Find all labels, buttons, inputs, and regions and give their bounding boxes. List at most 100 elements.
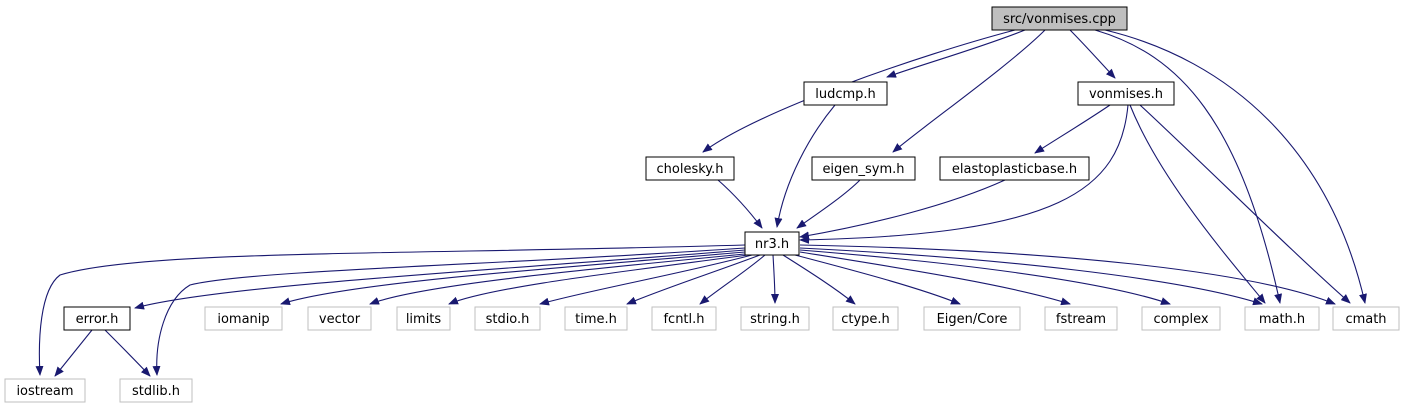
node-box (1077, 81, 1175, 106)
edge-vonmises_cpp-to-cmath (1104, 29, 1367, 304)
edge-nr3-to-math (799, 247, 1263, 306)
node-label: Eigen/Core (937, 312, 1008, 327)
edge-nr3-to-iostream (35, 244, 746, 376)
node-label: time.h (575, 312, 617, 327)
edge-ludcmp-to-nr3 (774, 104, 836, 228)
node-limits: limits (396, 306, 451, 331)
node-label: eigen_sym.h (822, 162, 904, 177)
node-label: iomanip (217, 312, 269, 327)
edge-nr3-to-eigen_core (794, 254, 961, 305)
node-box (204, 306, 283, 331)
node-label: elastoplasticbase.h (952, 162, 1077, 177)
node-box (939, 156, 1090, 181)
node-box (564, 306, 628, 331)
node-box (832, 306, 899, 331)
edge-vonmises_cpp-to-vonmises_h (1069, 29, 1116, 79)
node-box (803, 81, 888, 106)
edge-vonmises_h-to-cmath (1139, 104, 1351, 304)
edge-nr3-to-fcntl (699, 254, 766, 305)
node-label: stdlib.h (132, 384, 180, 399)
node-label: src/vonmises.cpp (1003, 12, 1116, 27)
edge-nr3-to-complex (799, 249, 1171, 305)
node-fstream: fstream (1044, 306, 1118, 331)
node-elastoplasticbase[interactable]: elastoplasticbase.h (939, 156, 1090, 181)
node-box (645, 156, 735, 181)
node-vonmises_h[interactable]: vonmises.h (1077, 81, 1175, 106)
node-box (1044, 306, 1118, 331)
node-label: ludcmp.h (815, 87, 876, 102)
edge-vonmises_h-to-nr3 (799, 104, 1129, 244)
edge-vonmises_cpp-to-math (1094, 29, 1282, 304)
node-vector: vector (307, 306, 372, 331)
node-box (1141, 306, 1221, 331)
edge-vonmises_h-to-elastoplasticbase (1034, 104, 1111, 154)
node-stdio: stdio.h (474, 306, 541, 331)
edge-nr3-to-stdio (539, 254, 753, 306)
node-box (1332, 306, 1400, 331)
node-box (119, 378, 193, 403)
node-error[interactable]: error.h (63, 306, 131, 331)
edge-nr3-to-ctype (782, 254, 856, 305)
node-box (1244, 306, 1320, 331)
node-label: error.h (76, 312, 119, 327)
node-label: ctype.h (841, 312, 890, 327)
node-ludcmp[interactable]: ludcmp.h (803, 81, 888, 106)
edge-nr3-to-iomanip (280, 251, 746, 306)
node-box (4, 378, 86, 403)
node-iostream: iostream (4, 378, 86, 403)
edge-nr3-to-fstream (799, 251, 1071, 306)
edge-eigen_sym-to-nr3 (796, 179, 861, 229)
edge-nr3-to-vector (369, 253, 746, 305)
node-math: math.h (1244, 306, 1320, 331)
node-box (923, 306, 1021, 331)
node-nr3[interactable]: nr3.h (744, 231, 800, 256)
edge-nr3-to-string (770, 254, 779, 304)
node-eigen_sym[interactable]: eigen_sym.h (811, 156, 916, 181)
node-box (651, 306, 717, 331)
edge-nr3-to-error (134, 249, 746, 310)
node-box (991, 6, 1128, 31)
node-box (811, 156, 916, 181)
node-label: vonmises.h (1089, 87, 1163, 102)
edge-layer (35, 29, 1367, 377)
node-label: math.h (1259, 312, 1305, 327)
node-label: nr3.h (755, 237, 789, 252)
edge-vonmises_h-to-math (1129, 104, 1266, 304)
node-string: string.h (740, 306, 810, 331)
node-ctype: ctype.h (832, 306, 899, 331)
node-label: cholesky.h (657, 162, 724, 177)
edge-error-to-iostream (54, 329, 93, 377)
node-box (307, 306, 372, 331)
node-box (744, 231, 800, 256)
node-complex: complex (1141, 306, 1221, 331)
node-label: vector (319, 312, 361, 327)
node-label: iostream (16, 384, 73, 399)
edge-error-to-stdlib (104, 329, 151, 377)
node-stdlib: stdlib.h (119, 378, 193, 403)
node-fcntl: fcntl.h (651, 306, 717, 331)
edge-nr3-to-cmath (799, 244, 1336, 305)
node-label: limits (406, 312, 442, 327)
node-box (396, 306, 451, 331)
node-label: cmath (1345, 312, 1386, 327)
node-label: fcntl.h (663, 312, 704, 327)
node-box (63, 306, 131, 331)
edge-elastoplasticbase-to-nr3 (799, 179, 1006, 240)
edge-cholesky-to-nr3 (717, 179, 763, 229)
node-layer: src/vonmises.cpp cholesky.h ludcmp.h eigen_… (4, 6, 1400, 403)
edge-nr3-to-stdlib (152, 247, 746, 376)
node-label: complex (1153, 312, 1208, 327)
node-box (740, 306, 810, 331)
edge-vonmises_cpp-to-eigen_sym (892, 29, 1046, 153)
node-iomanip: iomanip (204, 306, 283, 331)
node-cholesky[interactable]: cholesky.h (645, 156, 735, 181)
node-eigen_core: Eigen/Core (923, 306, 1021, 331)
node-time: time.h (564, 306, 628, 331)
node-label: stdio.h (486, 312, 530, 327)
node-cmath: cmath (1332, 306, 1400, 331)
node-label: fstream (1056, 312, 1106, 327)
edge-nr3-to-time (626, 254, 761, 305)
node-vonmises_cpp[interactable]: src/vonmises.cpp (991, 6, 1128, 31)
node-box (474, 306, 541, 331)
